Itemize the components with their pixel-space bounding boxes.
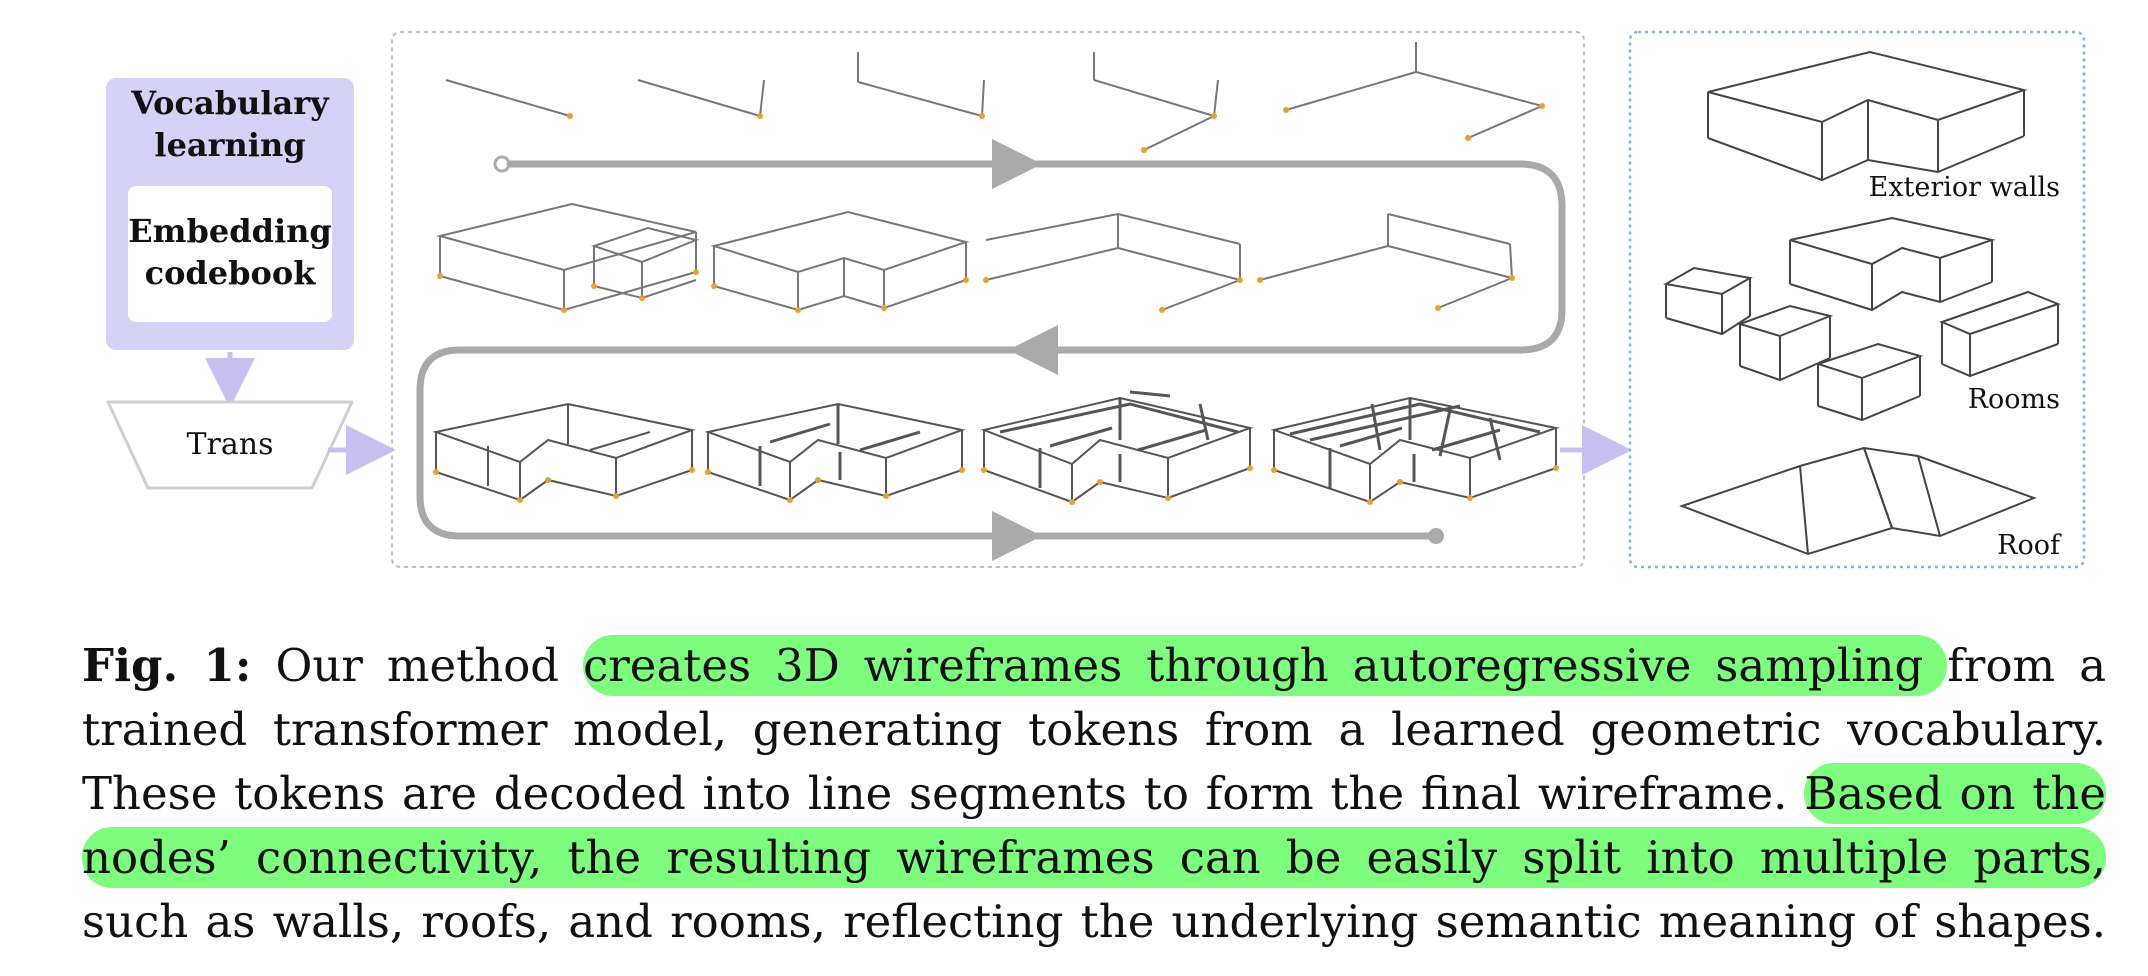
caption-line-4: nodes’ connectivity, the resulting wiref… <box>82 827 2106 888</box>
figure-canvas: Vocabulary learning Embedding codebook T… <box>106 30 2086 569</box>
generation-panel <box>391 31 1585 568</box>
caption-highlight-1: creates 3D wireframes through autoregres… <box>583 635 1948 696</box>
caption-highlight-2: Based on the <box>1804 763 2106 824</box>
caption-line5-text: such as walls, roofs, and rooms, reflect… <box>82 895 2106 948</box>
exterior-walls-label: Exterior walls <box>1869 172 2060 203</box>
caption-line-3: These tokens are decoded into line segme… <box>82 763 2106 824</box>
row-nodes <box>433 269 1559 505</box>
wireframe-step-13 <box>1270 396 1560 504</box>
sampling-flow-arrow <box>416 139 1566 561</box>
wireframe-step-6 <box>1259 213 1513 309</box>
vocab-title-line1: Vocabulary <box>130 84 330 122</box>
trans-label: Trans <box>187 427 274 462</box>
codebook-line2: codebook <box>145 254 317 292</box>
wireframe-step-1 <box>445 79 571 117</box>
wireframe-step-8 <box>710 210 970 312</box>
rooms-wireframes <box>1663 216 2061 422</box>
caption-line1-pre: Our method <box>275 639 584 692</box>
transformer-block: Trans <box>106 400 354 490</box>
caption-line-1: Fig. 1: Our method creates 3D wireframes… <box>82 635 2107 696</box>
wireframe-step-12 <box>980 390 1254 504</box>
figure-label: Fig. 1: <box>82 639 252 692</box>
caption-line3-pre: These tokens are decoded into line segme… <box>82 767 1805 820</box>
vocab-title-line2: learning <box>154 126 305 164</box>
wireframe-step-4 <box>1093 52 1219 151</box>
codebook-line1: Embedding <box>128 212 332 250</box>
figure: Vocabulary learning Embedding codebook T… <box>106 30 2086 569</box>
roof-label: Roof <box>1997 530 2062 561</box>
parts-panel <box>1628 30 2086 569</box>
wireframe-step-10 <box>432 402 696 502</box>
row3-wireframes <box>432 390 1560 504</box>
caption-line2-text: trained transformer model, generating to… <box>82 703 2106 756</box>
row2-wireframes <box>436 202 1513 312</box>
exterior-walls-wireframe <box>1707 50 2028 182</box>
roof-wireframe <box>1679 446 2037 556</box>
wireframe-step-7 <box>985 212 1241 311</box>
row1-nodes <box>567 103 1545 153</box>
wireframe-step-5 <box>1285 42 1543 139</box>
caption-line-2: trained transformer model, generating to… <box>82 704 2106 756</box>
vocabulary-learning-box: Vocabulary learning Embedding codebook <box>106 78 354 350</box>
wireframe-step-11 <box>704 402 966 502</box>
wireframe-step-2 <box>637 79 765 117</box>
caption-line1-post: from a <box>1947 639 2107 692</box>
embedding-codebook-box <box>128 186 332 322</box>
wireframe-step-3 <box>857 52 985 117</box>
caption-line-5: such as walls, roofs, and rooms, reflect… <box>82 896 2106 948</box>
wireframe-step-9 <box>436 202 700 312</box>
rooms-label: Rooms <box>1968 384 2060 415</box>
row1-wireframes <box>445 42 1543 151</box>
caption-highlight-3: nodes’ connectivity, the resulting wiref… <box>82 827 2106 888</box>
